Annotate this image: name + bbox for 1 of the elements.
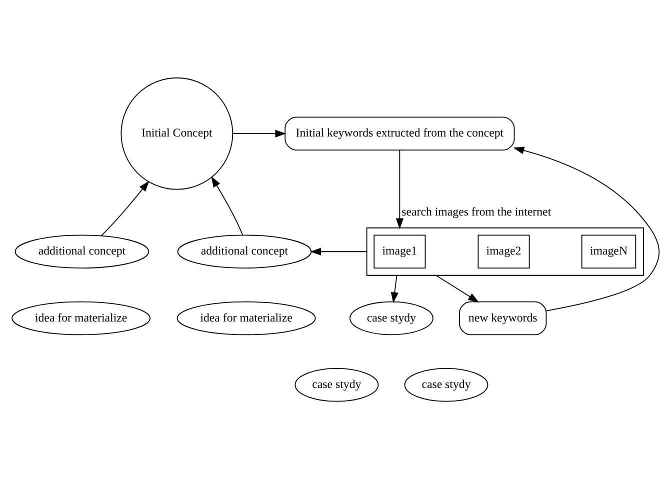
edge-label: search images from the internet [402,204,552,218]
